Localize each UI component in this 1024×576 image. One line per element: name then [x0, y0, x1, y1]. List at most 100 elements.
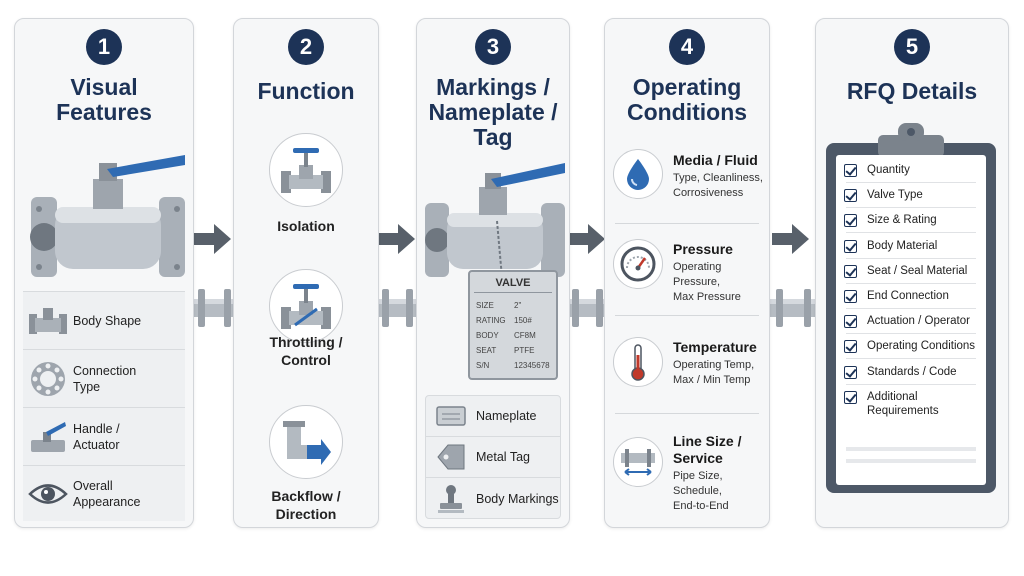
gate-valve-icon: [269, 133, 343, 207]
nameplate-field: BODY CF8M: [476, 328, 552, 343]
checkbox-checked-icon: [844, 264, 857, 278]
list-item-label: Metal Tag: [476, 450, 530, 464]
step-number: 3: [475, 29, 511, 65]
checkbox-checked-icon: [844, 239, 857, 253]
connecting-pipe: [566, 289, 610, 327]
divider: [846, 358, 976, 360]
divider: [615, 315, 759, 316]
list-item-label: Connection Type: [73, 363, 137, 394]
panel-title: Markings / Nameplate / Tag: [428, 74, 558, 150]
clipboard-clip-icon: [878, 123, 944, 157]
checklist-item: Additional Requirements: [844, 390, 978, 418]
list-item: Body Shape: [23, 292, 185, 350]
panel-operating-conditions: 4 Operating Conditions Media / Fluid Typ…: [604, 18, 770, 528]
condition-title: Media / Fluid: [673, 152, 758, 168]
ball-valve-icon: [425, 163, 565, 285]
checklist-item-label: End Connection: [867, 290, 949, 302]
condition-desc: Operating Temp, Max / Min Temp: [673, 359, 755, 386]
list-item: Metal Tag: [426, 437, 560, 478]
eye-icon: [28, 484, 68, 504]
list-item: Nameplate: [426, 396, 560, 437]
handle-icon: [31, 421, 66, 452]
arrow-right-icon: [378, 224, 415, 254]
panel-markings: 3 Markings / Nameplate / Tag VALVE SIZE 2…: [416, 18, 570, 528]
list-item: Overall Appearance: [23, 466, 185, 522]
nameplate-icon: [436, 406, 466, 426]
checklist-item-label: Operating Conditions: [867, 340, 976, 353]
checkbox-checked-icon: [844, 290, 857, 303]
nameplate-field: S/N 12345678: [476, 358, 552, 373]
divider: [846, 282, 976, 284]
condition-item: Temperature Operating Temp, Max / Min Te…: [605, 337, 769, 417]
checklist-item-label: Quantity: [867, 164, 910, 176]
checkbox-checked-icon: [844, 365, 857, 379]
nameplate-field-value: 150#: [514, 316, 532, 325]
checklist-item: End Connection: [844, 289, 978, 303]
gauge-icon: [613, 239, 663, 289]
pipe-size-icon: [613, 437, 663, 487]
nameplate: VALVE SIZE 2" RATING 150# BODY CF8M SEAT PTFE S/…: [468, 270, 558, 380]
list-item-label: Nameplate: [476, 409, 537, 423]
nameplate-field-key: BODY: [476, 331, 499, 340]
nameplate-field: SIZE 2": [476, 298, 552, 313]
stamp-icon: [438, 484, 464, 513]
step-number: 1: [86, 29, 122, 65]
panel-title: RFQ Details: [846, 78, 978, 104]
nameplate-field-value: 12345678: [514, 361, 550, 370]
elbow-arrow-icon: [269, 405, 343, 479]
checklist-item-label: Size & Rating: [867, 214, 937, 227]
nameplate-field-value: CF8M: [514, 331, 536, 340]
nameplate-field-key: SEAT: [476, 346, 497, 355]
checkbox-checked-icon: [844, 340, 857, 354]
condition-title: Line Size / Service: [673, 433, 742, 466]
checkbox-checked-icon: [844, 164, 857, 177]
nameplate-field-key: SIZE: [476, 301, 494, 310]
function-label: Isolation: [277, 218, 335, 234]
nameplate-field: SEAT PTFE: [476, 343, 552, 358]
nameplate-title: VALVE: [495, 277, 531, 289]
list-item: Handle / Actuator: [23, 408, 185, 466]
condition-title: Pressure: [673, 241, 733, 257]
divider: [846, 383, 976, 385]
condition-item: Pressure Operating Pressure, Max Pressur…: [605, 239, 769, 319]
checkbox-checked-icon: [844, 315, 857, 329]
nameplate-field-value: 2": [514, 301, 522, 310]
checkbox-checked-icon: [844, 390, 857, 404]
checklist-item: Standards / Code: [844, 365, 978, 379]
divider: [846, 333, 976, 335]
panel-function: 2 Function Isolation Throttling / Contro…: [233, 18, 379, 528]
divider: [846, 232, 976, 234]
nameplate-field: RATING 150#: [476, 313, 552, 328]
panel-visual-features: 1 Visual Features Body Shape Connection …: [14, 18, 194, 528]
valve-body-icon: [29, 307, 67, 334]
function-label: Backflow / Direction: [271, 488, 341, 522]
checkbox-checked-icon: [844, 214, 857, 228]
nameplate-field-key: RATING: [476, 316, 506, 325]
panel-title: Function: [257, 78, 355, 104]
function-label: Throttling / Control: [269, 334, 343, 368]
nameplate-field-value: PTFE: [514, 346, 535, 355]
checklist-item: Actuation / Operator: [844, 314, 978, 329]
checklist-item-label: Standards / Code: [867, 365, 957, 378]
flange-icon: [31, 361, 65, 396]
divider: [615, 223, 759, 224]
list-item-label: Body Markings: [476, 491, 559, 506]
condition-desc: Operating Pressure, Max Pressure: [673, 261, 741, 303]
checklist-item-label: Body Material: [867, 239, 938, 252]
panel-title: Operating Conditions: [626, 74, 748, 125]
checklist-item-label: Valve Type: [867, 189, 923, 202]
checklist-item: Seat / Seal Material: [844, 264, 978, 278]
checklist-item-label: Seat / Seal Material: [867, 264, 968, 277]
step-number: 2: [288, 29, 324, 65]
tag-icon: [437, 444, 465, 470]
divider: [615, 413, 759, 414]
panel-title: Visual Features: [56, 74, 152, 125]
condition-desc: Pipe Size, Schedule, End-to-End: [673, 470, 729, 512]
checklist-item: Size & Rating: [844, 213, 978, 228]
droplet-icon: [613, 149, 663, 199]
condition-item: Media / Fluid Type, Cleanliness, Corrosi…: [605, 149, 769, 229]
step-number: 5: [894, 29, 930, 65]
nameplate-field-key: S/N: [476, 361, 490, 370]
